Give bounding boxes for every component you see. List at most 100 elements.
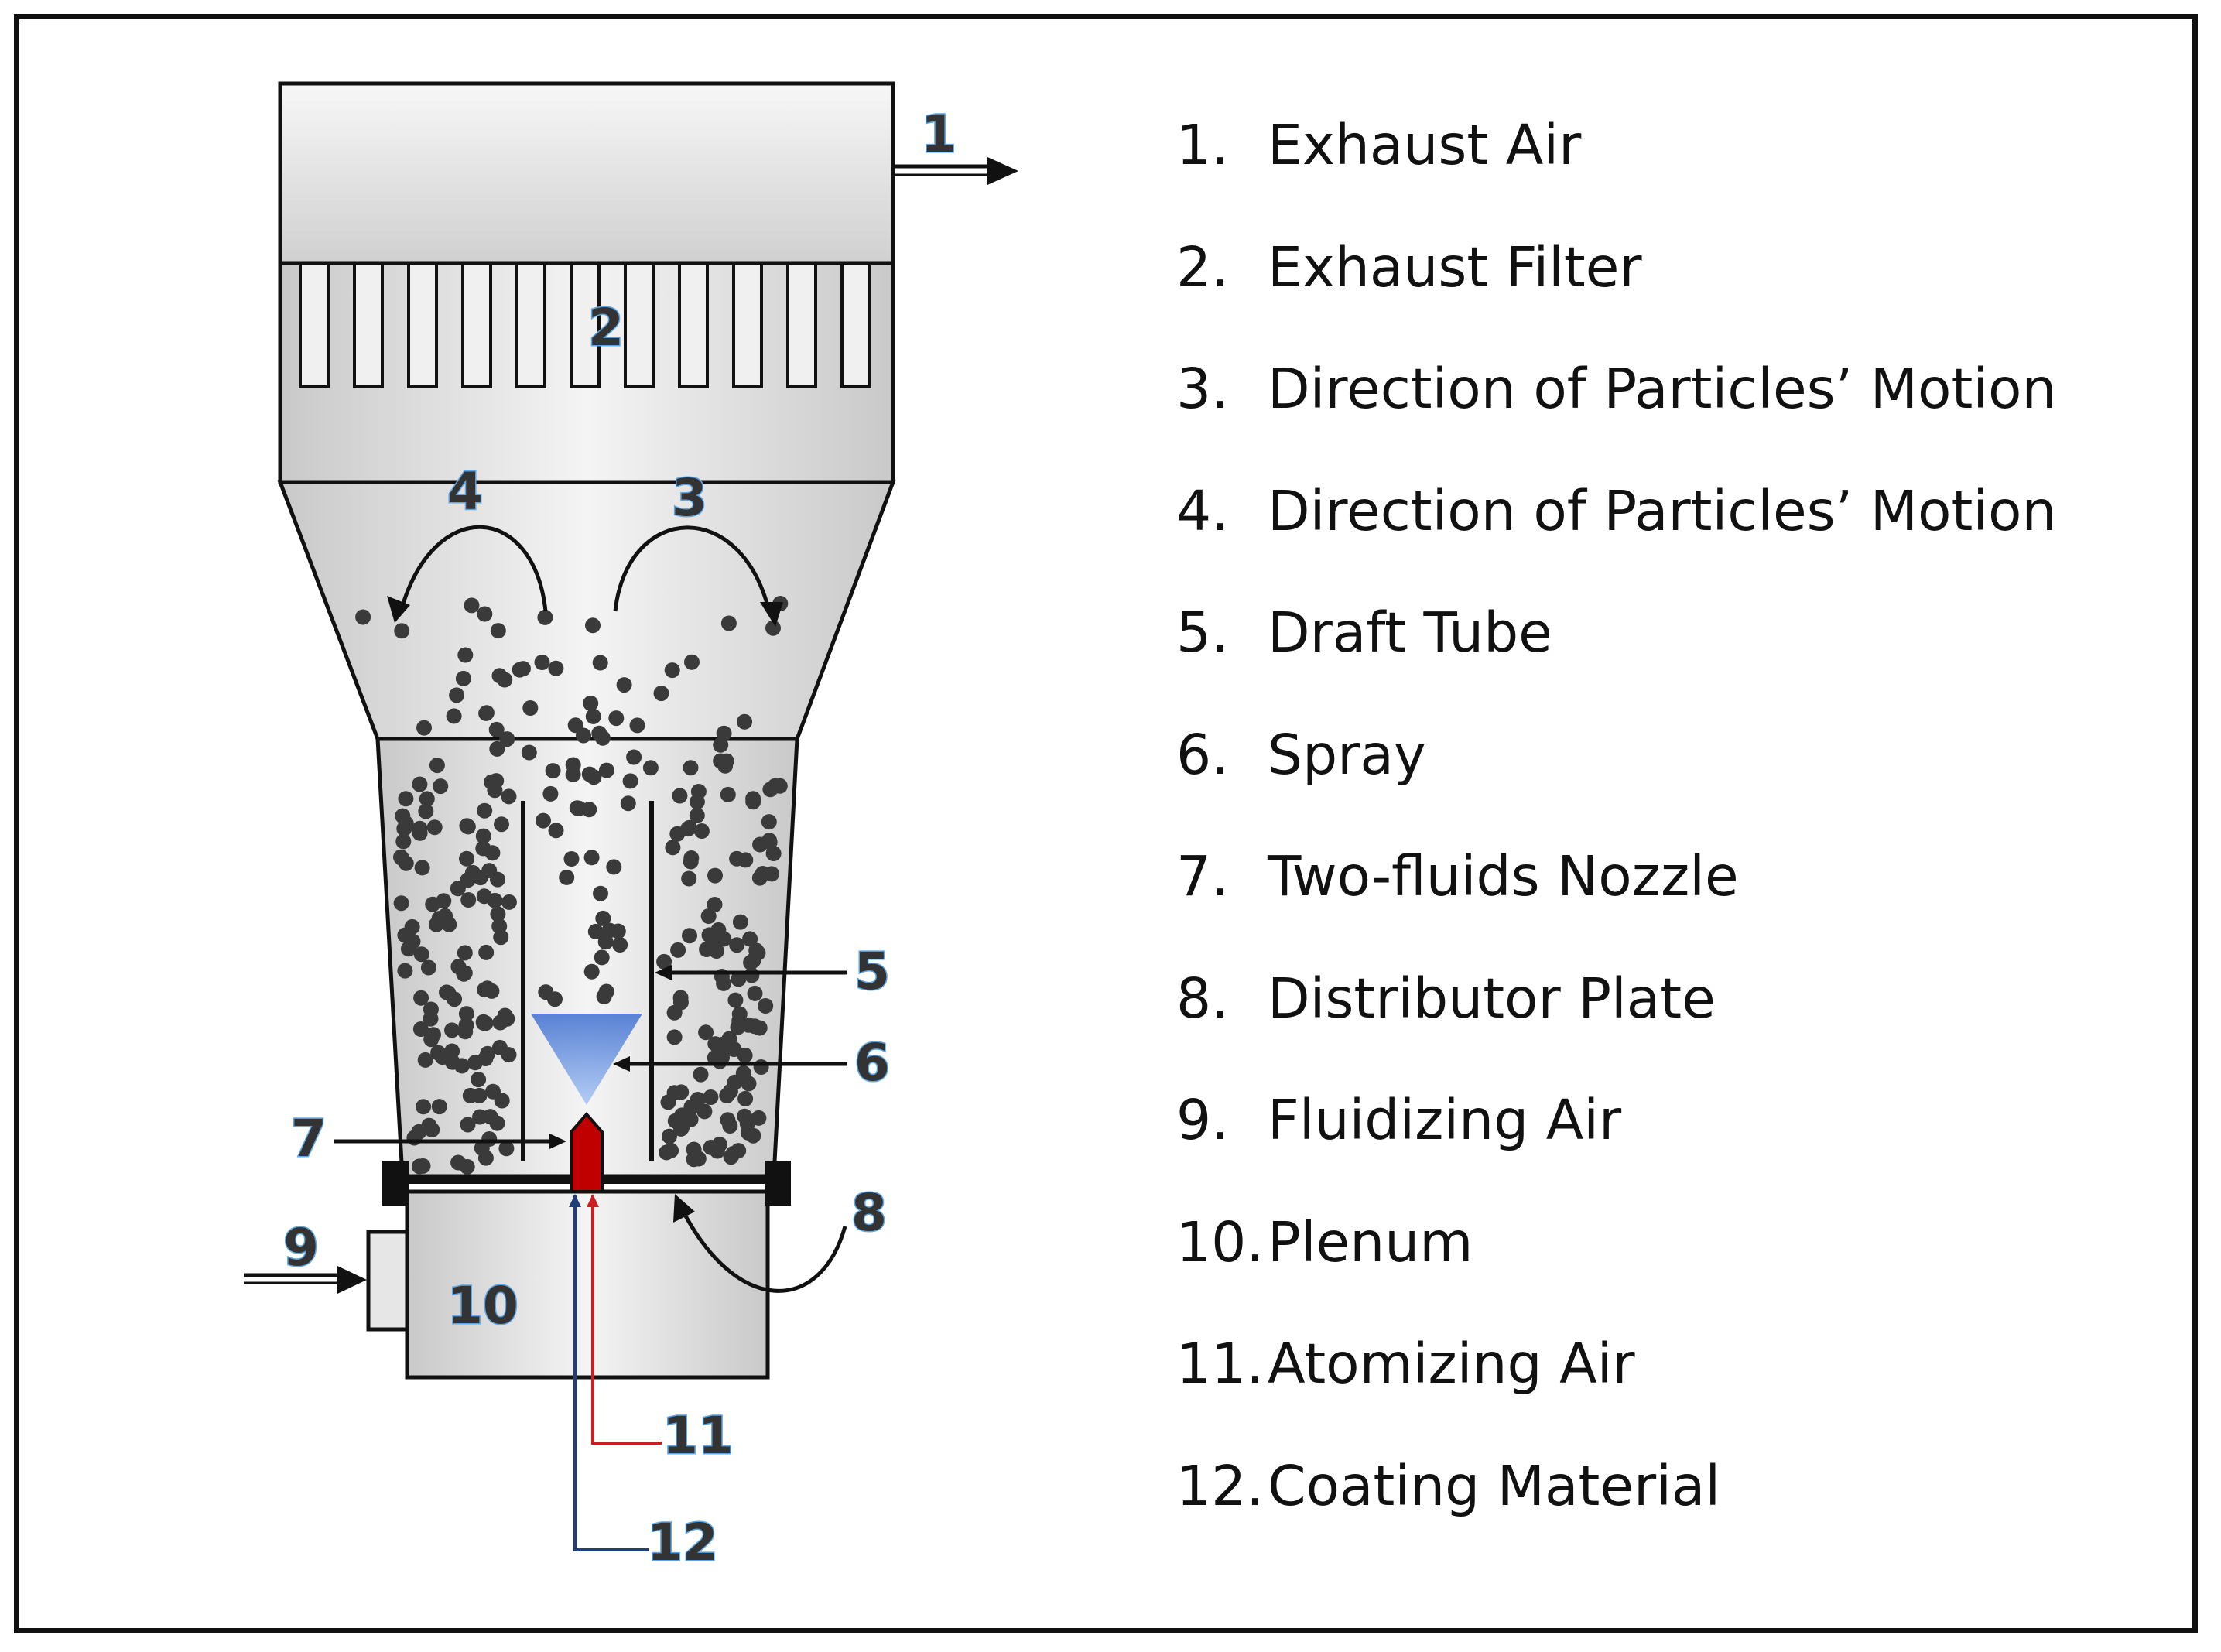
particle xyxy=(731,1013,748,1029)
particle xyxy=(548,660,564,676)
particle xyxy=(731,971,747,987)
particle xyxy=(411,1158,427,1175)
callout-1: 1 xyxy=(921,104,957,164)
particle xyxy=(398,855,414,871)
particle xyxy=(542,785,559,802)
particle xyxy=(656,953,672,970)
particle xyxy=(581,766,597,782)
particle xyxy=(490,623,506,639)
particle xyxy=(472,1109,488,1125)
callout-2: 2 xyxy=(588,298,624,357)
legend-text: Direction of Particles’ Motion xyxy=(1268,357,2057,421)
particle xyxy=(458,1018,474,1033)
particle xyxy=(487,782,503,799)
particle xyxy=(488,721,505,737)
particle xyxy=(585,617,601,634)
particle xyxy=(355,609,371,625)
callout-9: 9 xyxy=(283,1218,319,1277)
particle xyxy=(423,1011,439,1027)
particle xyxy=(719,1041,735,1057)
particle xyxy=(758,998,774,1014)
legend-number: 12. xyxy=(1176,1453,1264,1518)
particle xyxy=(764,866,780,882)
particle xyxy=(433,778,449,795)
particle xyxy=(428,916,444,932)
callout-6: 6 xyxy=(854,1033,890,1093)
particle xyxy=(478,944,495,960)
particle xyxy=(413,990,429,1006)
legend-number: 1. xyxy=(1176,113,1229,177)
particle xyxy=(416,720,432,736)
legend-number: 6. xyxy=(1176,722,1229,787)
particle xyxy=(429,758,445,774)
particle xyxy=(464,597,480,614)
legend-list: 1.Exhaust Air 2.Exhaust Filter 3.Directi… xyxy=(1176,108,2056,1571)
particle xyxy=(765,620,781,636)
particle-motion-arrows xyxy=(387,525,783,627)
particle xyxy=(593,885,608,901)
particle xyxy=(693,823,710,839)
legend-text: Two-fluids Nozzle xyxy=(1268,844,1739,908)
callout-10: 10 xyxy=(447,1276,518,1336)
particle xyxy=(426,1027,441,1043)
legend-number: 3. xyxy=(1176,357,1229,421)
particle xyxy=(665,840,681,856)
particle xyxy=(499,731,515,747)
legend-number: 4. xyxy=(1176,478,1229,543)
particle xyxy=(722,1118,738,1134)
particle xyxy=(576,727,591,744)
particle xyxy=(686,1151,702,1168)
particle xyxy=(696,1103,713,1120)
particle xyxy=(489,740,505,757)
particle xyxy=(583,850,600,866)
particle xyxy=(412,820,428,836)
particle xyxy=(484,845,501,861)
particle xyxy=(393,895,409,912)
particle xyxy=(460,1117,476,1133)
particle xyxy=(490,906,506,922)
particle xyxy=(660,1094,676,1110)
particle xyxy=(460,892,477,908)
particle xyxy=(583,963,600,980)
particle xyxy=(583,695,599,711)
particle xyxy=(485,1083,501,1100)
particle xyxy=(537,609,553,625)
particle xyxy=(501,894,517,910)
particle xyxy=(642,760,659,776)
particle xyxy=(594,730,611,746)
particle xyxy=(412,1021,429,1037)
particle xyxy=(492,1014,508,1031)
air-inlet-duct xyxy=(366,1230,409,1332)
particle xyxy=(501,788,517,805)
particle xyxy=(682,928,697,944)
particle xyxy=(683,760,699,776)
particle xyxy=(723,1149,739,1165)
particle xyxy=(767,778,783,794)
draft-tube xyxy=(521,801,654,1161)
particle xyxy=(450,959,467,975)
particle xyxy=(477,802,493,819)
particle xyxy=(449,687,465,703)
particle xyxy=(412,776,428,792)
particle xyxy=(403,933,419,949)
particle xyxy=(699,942,715,957)
particle xyxy=(493,929,509,946)
particle xyxy=(741,1076,757,1092)
particle xyxy=(751,1110,767,1126)
particle xyxy=(420,959,436,976)
particle xyxy=(737,852,754,868)
particle xyxy=(394,623,410,639)
legend-text: Plenum xyxy=(1268,1209,1473,1274)
particle xyxy=(681,870,697,887)
particle xyxy=(653,686,669,702)
legend-text: Exhaust Air xyxy=(1268,113,1582,177)
legend-item: 11.Atomizing Air xyxy=(1176,1327,2056,1449)
legend-item: 3. Direction of Particles’ Motion xyxy=(1176,352,2056,474)
particle xyxy=(751,870,768,886)
particle xyxy=(606,859,622,875)
legend-item: 8.Distributor Plate xyxy=(1176,962,2056,1084)
exhaust-filter-bags xyxy=(299,262,871,388)
legend-item: 12.Coating Material xyxy=(1176,1449,2056,1572)
particle xyxy=(471,1087,488,1103)
